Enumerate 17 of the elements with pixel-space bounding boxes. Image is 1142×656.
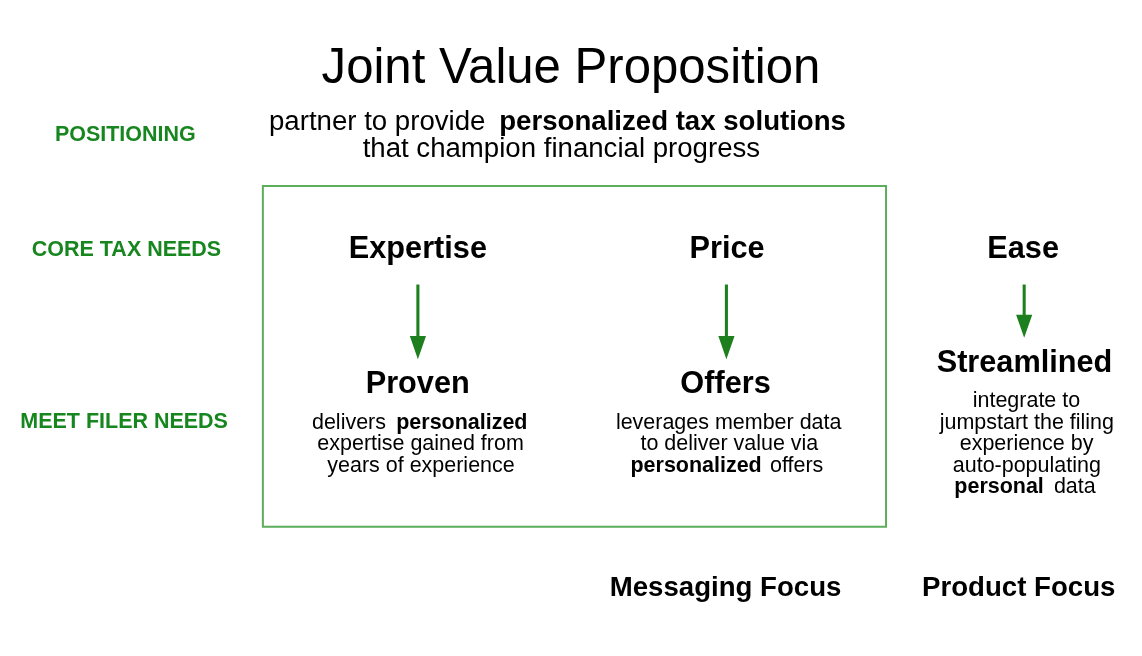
- diagram-title: Joint Value Proposition: [321, 38, 821, 93]
- node-text: Expertise: [348, 230, 487, 266]
- cluster: [261, 185, 888, 528]
- node-text: Proven delivers personalized expertise gained from years of experience: [311, 365, 528, 477]
- label: partner to provide personalized tax solutions that champion financial progress: [269, 104, 846, 164]
- arrow: [409, 284, 426, 360]
- arrow: [1016, 284, 1033, 338]
- label: MEET FILER NEEDS: [20, 409, 228, 434]
- arrow: [718, 284, 735, 360]
- label: Product Focus: [922, 571, 1116, 603]
- label: Messaging Focus: [609, 571, 842, 603]
- node-text: Ease: [987, 230, 1060, 266]
- label: POSITIONING: [54, 122, 196, 147]
- node-text: Price: [689, 230, 765, 266]
- label: CORE TAX NEEDS: [31, 237, 222, 262]
- node-text: Streamlined integrate to jumpstart the filing experience by auto-populating personal data: [936, 343, 1114, 499]
- node-text: Offers leverages member data to deliver value via personalized offers: [615, 365, 842, 477]
